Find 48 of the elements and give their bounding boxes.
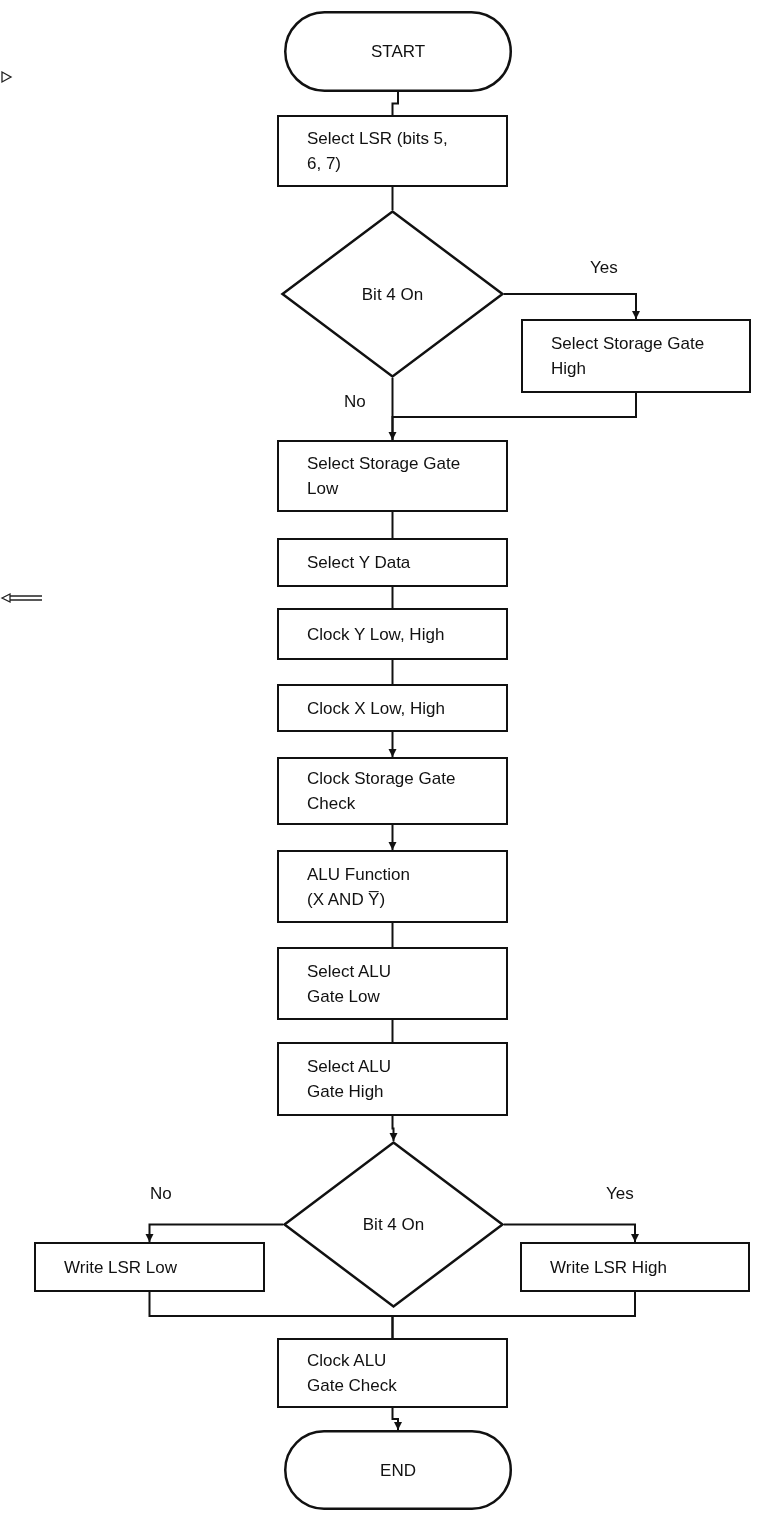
process-box <box>520 1242 750 1292</box>
node-text: Write LSR High <box>550 1256 667 1279</box>
connector-line <box>391 186 394 211</box>
process-box <box>277 850 508 923</box>
decision-diamond <box>281 210 504 378</box>
arrow <box>388 824 397 851</box>
process-box <box>277 115 508 187</box>
connector-line <box>391 511 394 539</box>
node-text: Select LSR (bits 5, 6, 7) <box>307 128 449 175</box>
process-box <box>277 1338 508 1408</box>
connector-line <box>391 1019 394 1043</box>
node-text: ALU Function (X AND Y̅) <box>307 863 411 911</box>
connector-line <box>391 1291 636 1339</box>
arrow <box>391 1407 402 1431</box>
node-text: Select ALU Gate High <box>307 1056 393 1103</box>
process-box <box>277 1042 508 1116</box>
node-text: Select Storage Gate High <box>551 333 706 380</box>
decision-diamond <box>283 1141 504 1308</box>
process-box <box>521 319 751 393</box>
arrow <box>145 1223 284 1243</box>
connector-line <box>391 659 394 685</box>
arrow <box>388 731 397 758</box>
connector-line <box>391 922 394 948</box>
node-text: Clock Storage Gate Check <box>307 768 457 815</box>
process-box <box>277 757 508 825</box>
node-text: Clock X Low, High <box>307 697 445 720</box>
node-text: Clock ALU Gate Check <box>307 1350 398 1397</box>
arrow <box>388 392 637 441</box>
node-text: END <box>380 1459 416 1482</box>
node-text: Select ALU Gate Low <box>307 960 393 1008</box>
connector-line <box>391 91 399 116</box>
node-text: Select Y Data <box>307 552 411 574</box>
node-text: Clock Y Low, High <box>307 623 445 646</box>
node-text: Bit 4 On <box>362 1214 425 1236</box>
node-text: Bit 4 On <box>361 283 424 306</box>
process-box <box>277 440 508 512</box>
arrow <box>503 1223 639 1243</box>
node-text: START <box>370 41 426 63</box>
process-box <box>277 608 508 660</box>
process-box <box>34 1242 265 1292</box>
process-box <box>277 684 508 732</box>
arrow <box>503 293 640 320</box>
node-text: Write LSR Low <box>64 1256 178 1279</box>
connector-line <box>391 586 394 609</box>
node-text: Select Storage Gate Low <box>307 453 462 500</box>
arrow <box>389 1115 398 1142</box>
process-box <box>277 538 508 587</box>
process-box <box>277 947 508 1020</box>
